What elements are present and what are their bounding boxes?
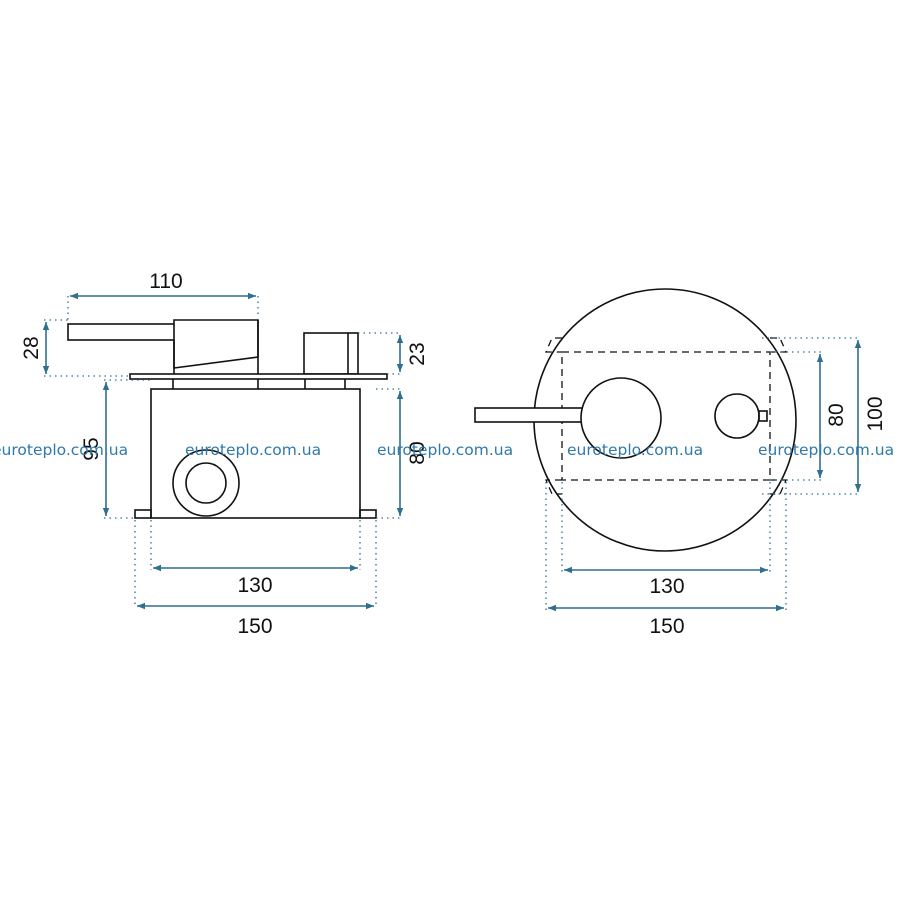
handle-block [173,319,259,369]
knob [303,332,359,375]
extension-lines [44,296,400,608]
cover-plate [129,373,388,380]
hidden-lug-br [770,479,787,495]
mount-foot-left [134,509,152,519]
dim-label-110: 110 [149,270,182,293]
dim-label-80-side: 80 [406,441,429,464]
dim-label-100-front: 100 [864,396,887,431]
plate-connectors [172,379,346,389]
watermark-4: euroteplo.com.ua [567,441,703,459]
dim-label-150-front: 150 [649,615,684,638]
watermark-1: euroteplo.com.ua [0,441,128,459]
watermark-3: euroteplo.com.ua [377,441,513,459]
hidden-lug-bl [545,479,562,495]
watermark-5: euroteplo.com.ua [758,441,894,459]
dim-label-80-front: 80 [825,403,848,426]
watermarks: euroteplo.com.ua euroteplo.com.ua eurote… [0,441,894,459]
dim-label-28: 28 [20,336,43,359]
handle-block-detail [173,320,259,374]
front-extension-lines [545,337,860,610]
handle-lever [67,323,177,341]
dim-label-23: 23 [406,342,429,365]
front-view: 80 100 130 150 [474,288,887,638]
dim-label-130-front: 130 [649,575,684,598]
hidden-lug-tl [545,337,562,353]
inlet-port-inner [185,462,227,504]
mount-foot-right [359,509,377,519]
diverter-knob [714,393,760,439]
mounting-box [150,388,361,519]
handle-disc [580,377,662,459]
dim-label-130-side: 130 [237,574,272,597]
watermark-2: euroteplo.com.ua [185,441,321,459]
hidden-lug-tr [770,337,787,353]
inlet-port-outer [172,449,240,517]
diverter-knob-tab [758,410,768,422]
dim-label-95: 95 [80,437,103,460]
front-lever [474,407,584,423]
side-view: 110 28 23 95 80 130 150 [20,270,429,638]
dim-label-150-side: 150 [237,615,272,638]
